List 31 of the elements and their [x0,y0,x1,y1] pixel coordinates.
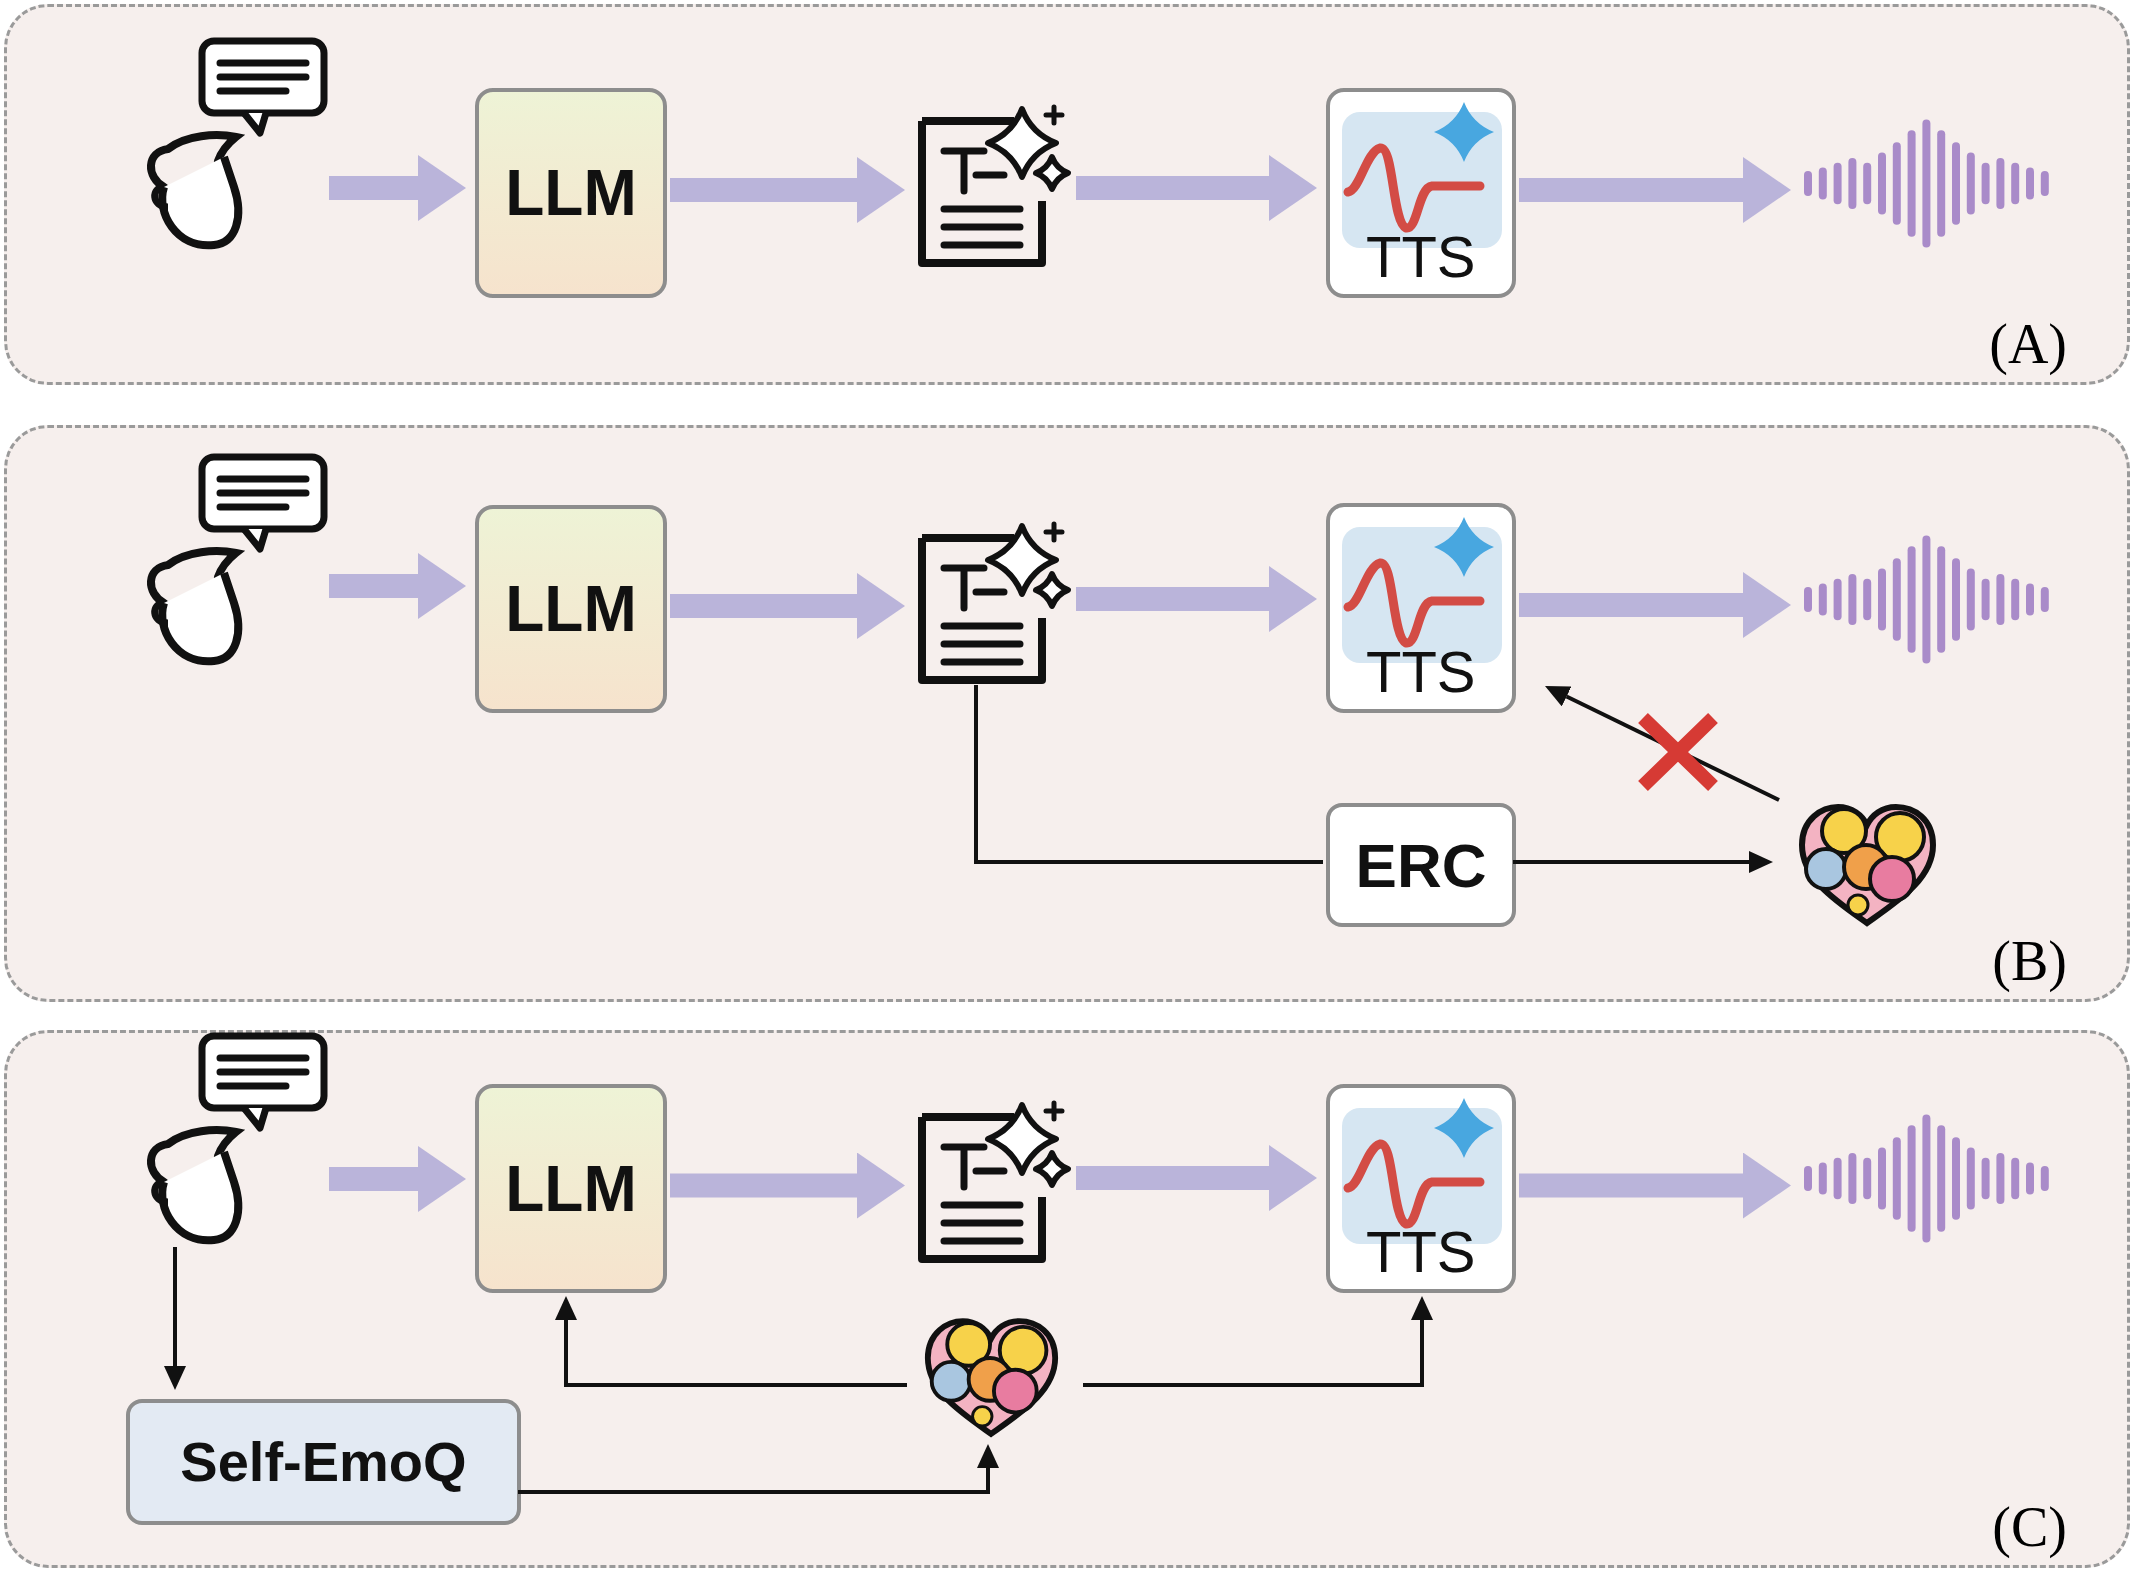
panel-background [4,4,2130,385]
arrow [329,155,466,221]
arrow [1519,1152,1791,1219]
process-box: ERC [1326,803,1516,927]
arrow [329,1146,466,1212]
arrow [1519,572,1791,638]
arrow [670,157,905,223]
arrow [1513,851,1773,873]
process-box [1326,1084,1516,1293]
box-label: TTS [1366,228,1476,286]
arrow [1083,1296,1433,1387]
arrow [1076,1145,1317,1211]
arrow [1076,566,1317,632]
box-label: TTS [1366,1223,1476,1281]
process-box: LLM [475,88,667,298]
arrow [518,1444,999,1494]
arrow [1076,155,1317,221]
arrow [555,1296,907,1387]
panel-background [4,425,2130,1002]
box-label: TTS [1366,643,1476,701]
arrow [670,1152,905,1219]
arrow [670,573,905,639]
process-box [1326,88,1516,298]
process-box: LLM [475,505,667,713]
process-box: Self-EmoQ [126,1399,521,1525]
arrow [164,1247,186,1390]
panel-background [4,1030,2130,1568]
arrow [1519,157,1791,223]
arrow [329,553,466,619]
process-box [1326,503,1516,713]
process-box: LLM [475,1084,667,1293]
